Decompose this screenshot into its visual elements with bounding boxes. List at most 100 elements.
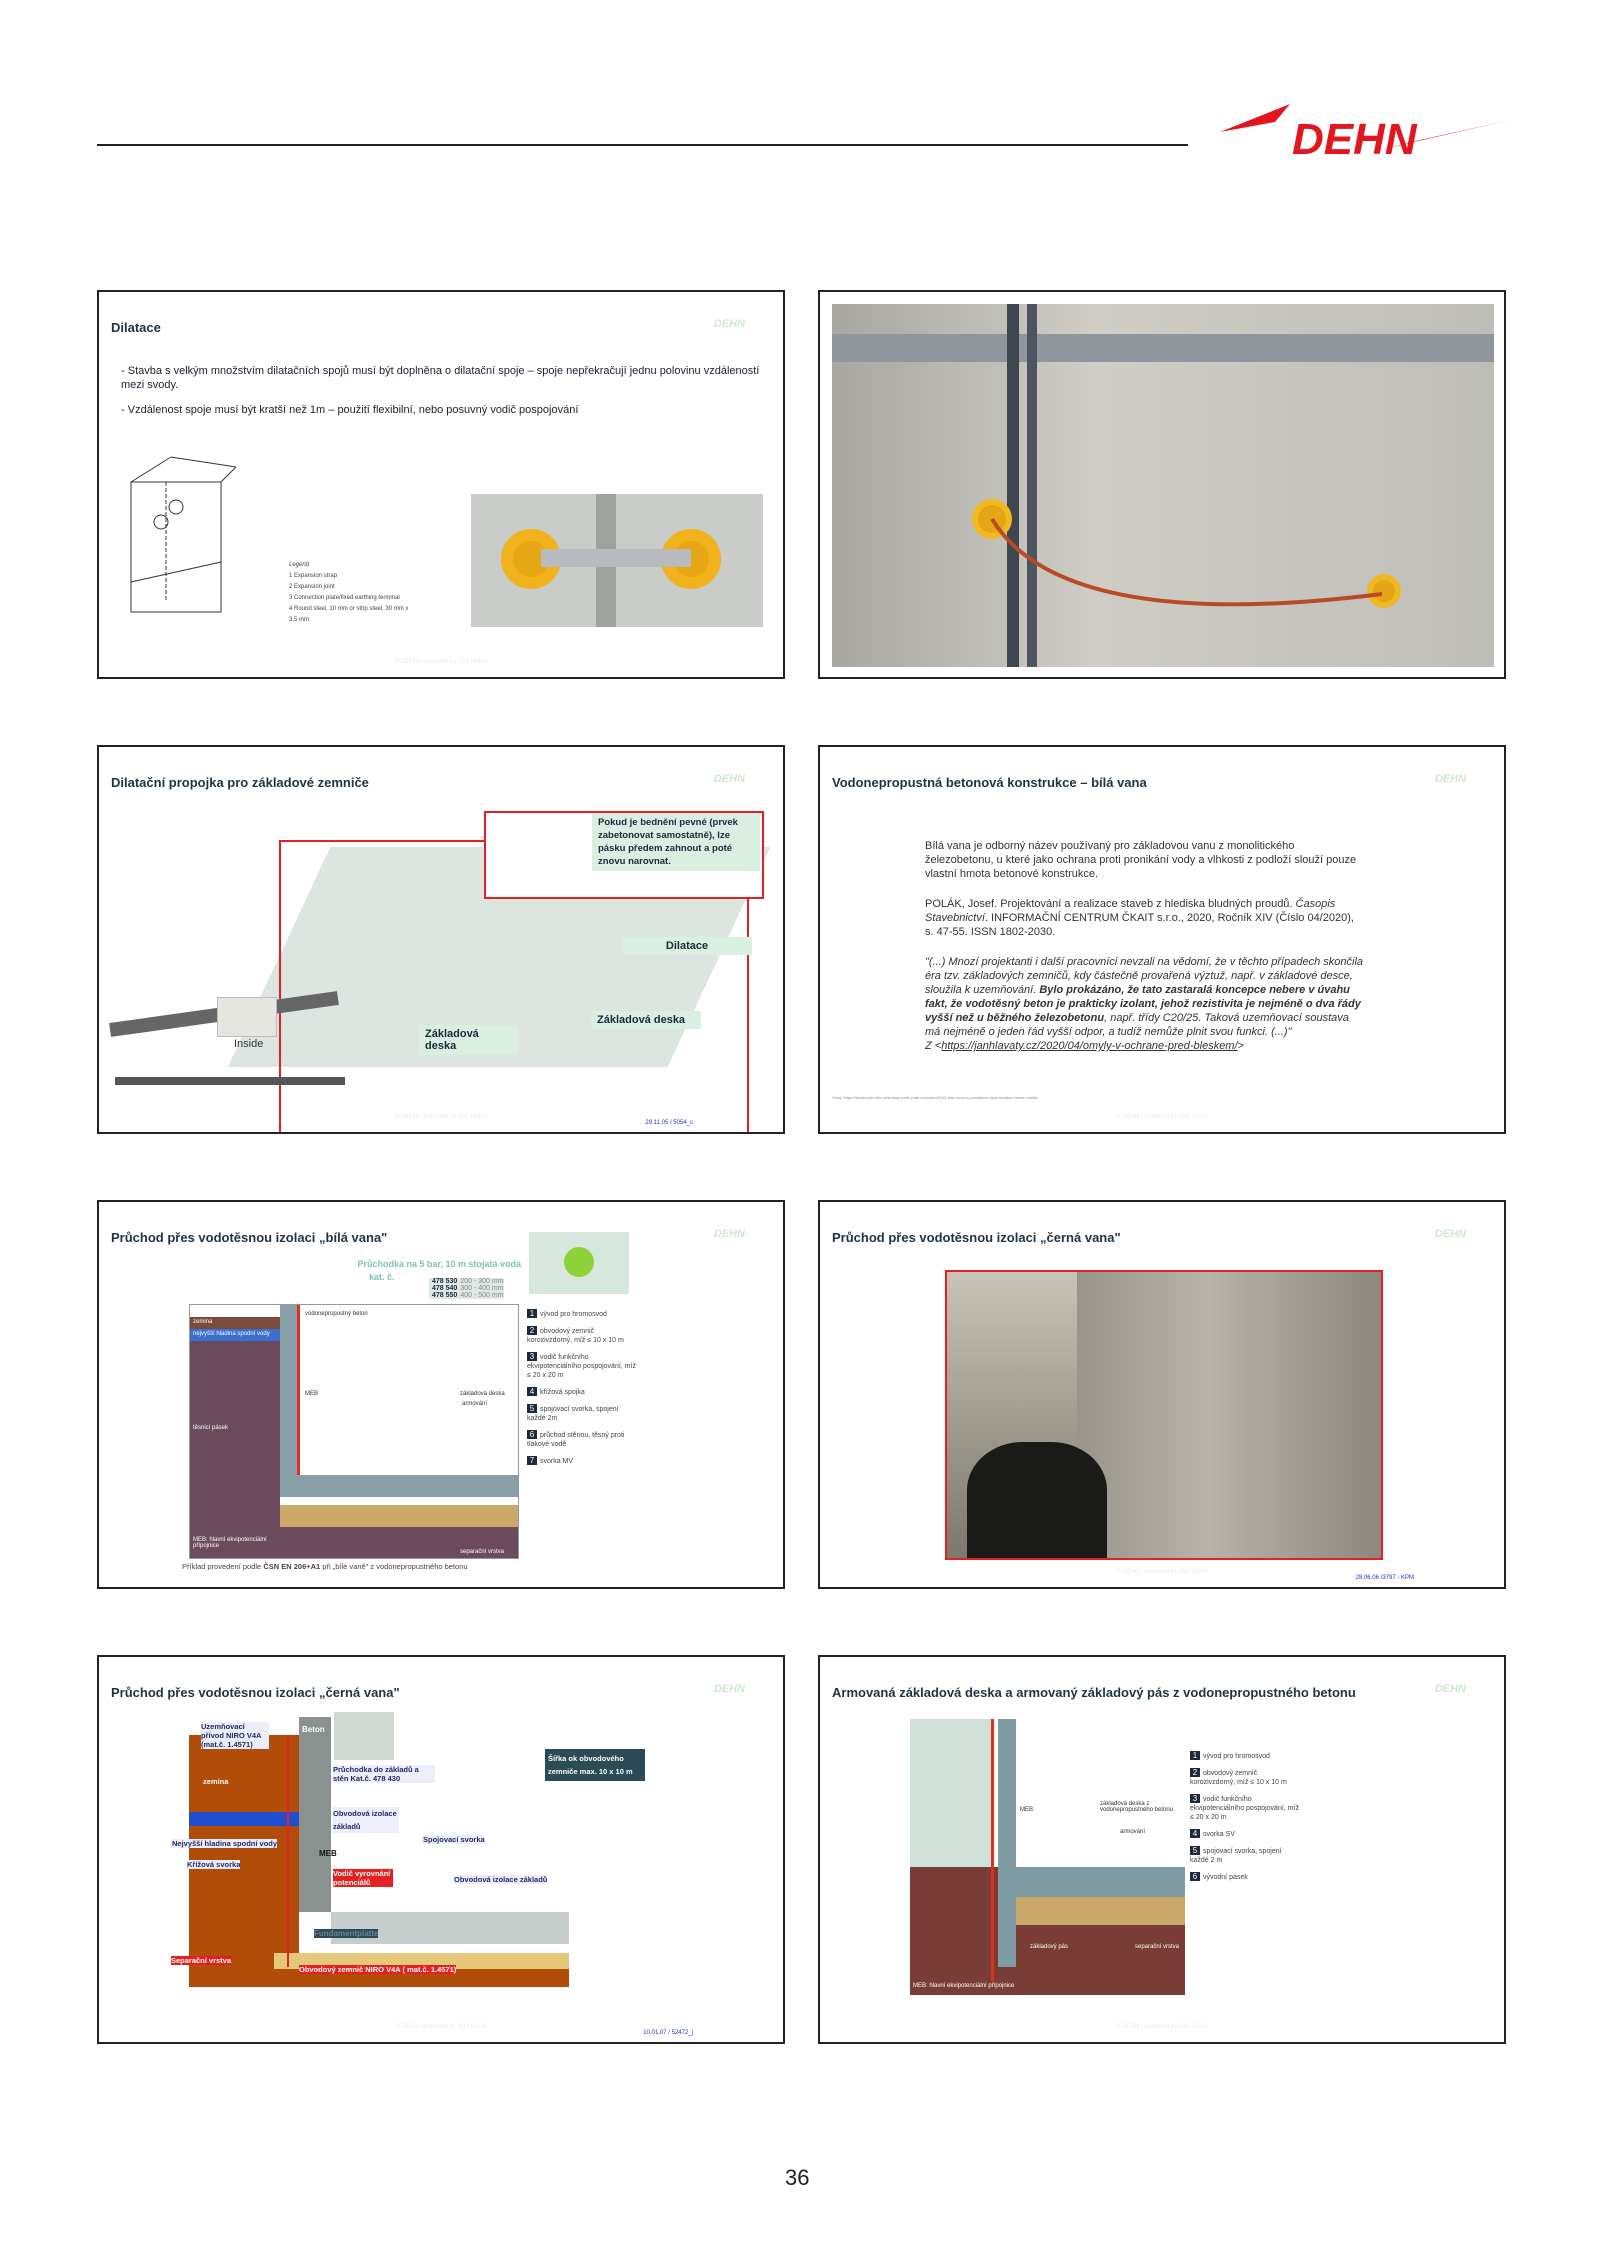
svg-text:DEHN: DEHN (1292, 115, 1418, 164)
bullet: - Vzdálenost spoje musí být kratší než 1… (121, 404, 579, 416)
slide-pruchod-cerna-vana-photo: Průchod přes vodotěsnou izolaci „černá v… (818, 1200, 1506, 1589)
label-zemina: zemina (193, 1319, 213, 1325)
legend-text: vývodní pásek (1203, 1874, 1248, 1881)
slide-logo: DEHN (1434, 1683, 1466, 1695)
legend-number: 6 (527, 1430, 537, 1439)
label-inside: Inside (234, 1038, 264, 1050)
slide-pruchod-bila-vana: Průchod přes vodotěsnou izolaci „bílá va… (97, 1200, 785, 1589)
quote-text: , např. třídy C20/25. Taková uzemňovací … (925, 1012, 1349, 1038)
label-separacni: Separační vrstva (171, 1956, 232, 1965)
label-vodic: Vodič vyrovnání potenciálů (333, 1869, 393, 1887)
citation-journal: Časopis Stavebnictví (925, 898, 1336, 924)
watermark: © DEHN / protected by ISO 16016 (1116, 1114, 1208, 1120)
legend-text: vodič funkčního ekvipotenciálního pospoj… (527, 1354, 636, 1379)
citation-text: . INFORMAČNÍ CENTRUM ČKAIT s.r.o., 2020,… (925, 912, 1354, 938)
label-hladina: nejvyšší hladina spodní vody (193, 1331, 270, 1337)
watermark: © DEHN / protected by ISO 16016 (1116, 2024, 1208, 2030)
legend-item: 2 Expansion joint (289, 584, 335, 590)
bullet: - Stavba s velkým množstvím dilatačních … (121, 365, 760, 391)
label-pasek: těsnicí pásek (193, 1425, 229, 1431)
armovana-diagram: MEB základová deska z vodonepropustného … (910, 1719, 1185, 1995)
legend-title: Legend (289, 562, 310, 568)
label-obvodovy-zemnic: Obvodový zemnič NIRO V4A ( mat.č. 1.4571… (299, 1965, 457, 1974)
bila-vana-diagram: zemina nejvyšší hladina spodní vody vodo… (189, 1304, 519, 1559)
slide-title: Armovaná základová deska a armovaný zákl… (832, 1685, 1356, 1700)
slide-logo: DEHN (713, 773, 745, 785)
watermark: © DEHN / protected by ISO 16016 (395, 659, 487, 665)
quote-text: "(...) Mnozí projektanti i další pracovn… (925, 956, 1364, 996)
cat-number: 478 530 (432, 1278, 458, 1285)
label-armovani: armování (462, 1401, 488, 1407)
slide-title: Dilatace (111, 320, 161, 335)
paragraph: Bílá vana je odborný název používaný pro… (925, 840, 1357, 880)
quote-source: Z < (925, 1040, 942, 1052)
legend-text: obvodový zemnič korozivzdorný, míž ≤ 10 … (527, 1328, 624, 1344)
bullet-text: Stavba s velkým množstvím dilatačních sp… (121, 365, 760, 391)
slide-armovana-deska: Armovaná základová deska a armovaný zákl… (818, 1655, 1506, 2044)
product-photo (529, 1232, 629, 1294)
label-separacni: separační vrstva (1135, 1944, 1180, 1950)
legend-number: 1 (527, 1309, 537, 1318)
label-spojovaci-svorka: Spojovací svorka (423, 1835, 485, 1844)
label-obvodova-izolace: Obvodová izolace základů (454, 1875, 548, 1884)
legend-text: křížová spojka (540, 1389, 585, 1396)
slide-date: 29.11.05 / 5054_c (645, 1120, 693, 1126)
catalog-label: kat. č. (369, 1272, 395, 1282)
dehn-logo: DEHN (1220, 104, 1510, 164)
label-meb-full: MEB: hlavní ekvipotenciální přípojnice (913, 1983, 1015, 1989)
quote-bold: Bylo prokázáno, že tato zastaralá koncep… (925, 984, 1361, 1024)
label-privod: Uzemňovací přívod NIRO V4A (mat.č. 1.457… (201, 1722, 269, 1749)
label-zemina: zemina (203, 1777, 229, 1786)
bullet-text: Vzdálenost spoje musí být kratší než 1m … (127, 404, 579, 416)
slide-title: Průchod přes vodotěsnou izolaci „bílá va… (111, 1230, 388, 1245)
feedthrough-photo (334, 1712, 394, 1760)
slide-logo: DEHN (713, 318, 745, 330)
legend-number: 3 (527, 1352, 537, 1361)
product-inside-photo (115, 1077, 345, 1085)
caption-text: Příklad provedení podle (182, 1562, 264, 1571)
label-dilatace: Dilatace (622, 937, 752, 955)
caption: Příklad provedení podle ČSN EN 206+A1 př… (182, 1562, 468, 1571)
slide-pruchod-cerna-vana-diagram: Průchod přes vodotěsnou izolaci „černá v… (97, 1655, 785, 2044)
slide-dilatace: Dilatace DEHN - Stavba s velkým množství… (97, 290, 785, 679)
page-number: 36 (785, 2165, 810, 2190)
cat-range: 200 - 300 mm (460, 1278, 504, 1285)
slide-logo: DEHN (713, 1228, 745, 1240)
slide-title: Průchod přes vodotěsnou izolaci „černá v… (832, 1230, 1121, 1245)
label-hladina: Nejvyšší hladina spodní vody (172, 1839, 278, 1848)
black-tank-photo (945, 1270, 1383, 1560)
source-link[interactable]: https://janhlavaty.cz/2020/04/omyly-v-oc… (941, 1040, 1238, 1052)
product-name: Průchodka na 5 bar, 10 m stojatá voda (357, 1259, 521, 1269)
legend-number: 4 (1190, 1829, 1200, 1838)
slide-date: 10.01.07 / 52472_j (643, 2030, 693, 2036)
label-separacni: separační vrstva (460, 1549, 505, 1555)
label-meb: MEB (319, 1849, 337, 1858)
quote-source: > (1237, 1040, 1244, 1052)
cat-number: 478 550 (432, 1292, 458, 1299)
cat-range: 300 - 400 mm (460, 1285, 504, 1292)
citation: POLÁK, Josef. Projektování a realizace s… (925, 897, 1365, 939)
legend-text: svorka SV (1203, 1831, 1235, 1838)
slide-dilatacni-propojka: Dilatační propojka pro základové zemniče… (97, 745, 785, 1134)
legend-text: spojovací svorka, spojení každé 2m (527, 1406, 619, 1422)
label-beton: vodonepropustný beton (305, 1311, 368, 1317)
slide-logo: DEHN (1434, 773, 1466, 785)
caption-text: při „bílé vaně" z vodonepropustného beto… (320, 1562, 468, 1571)
slide-logo: DEHN (1434, 1228, 1466, 1240)
caption-norm: ČSN EN 206+A1 (263, 1562, 321, 1571)
watermark: © DEHN / protected by ISO 16016 (395, 1114, 487, 1120)
legend-number: 5 (1190, 1846, 1200, 1855)
quote: "(...) Mnozí projektanti i další pracovn… (925, 955, 1365, 1053)
